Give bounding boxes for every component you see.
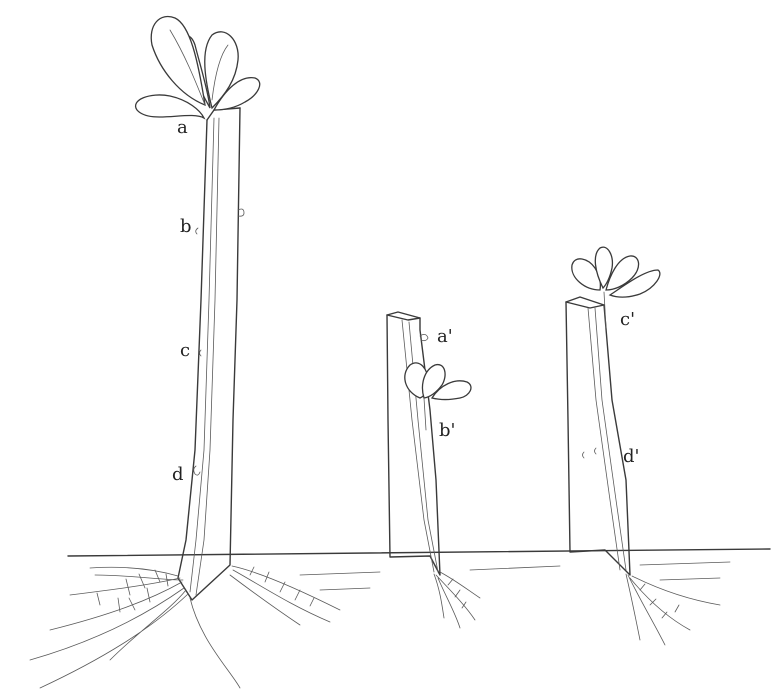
label-a-prime: a': [437, 326, 453, 347]
label-a: a: [177, 117, 188, 138]
ground-line: [68, 549, 770, 590]
label-c-prime: c': [620, 309, 635, 330]
roots-tall: [30, 566, 340, 688]
roots-middle: [434, 572, 480, 628]
label-b-prime: b': [439, 420, 455, 441]
roots-right: [626, 574, 720, 645]
leaves-b-prime: [405, 363, 471, 430]
label-c: c: [180, 340, 190, 361]
leaves-c-prime: [572, 247, 660, 328]
cutting-right: c' d': [566, 247, 720, 645]
label-d: d: [172, 464, 184, 485]
cutting-tall: a b c d: [30, 17, 340, 688]
label-d-prime: d': [623, 446, 639, 467]
label-b: b: [180, 216, 192, 237]
cutting-short-middle: a' b': [387, 312, 480, 628]
leaves-a: [136, 17, 260, 118]
